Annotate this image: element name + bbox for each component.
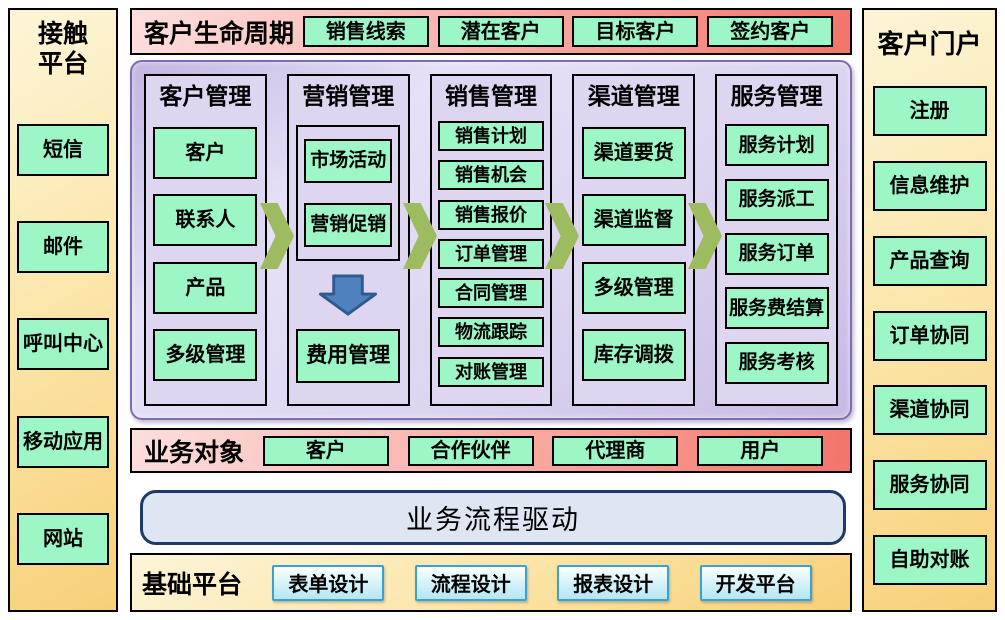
module-item: 客户 [153,127,258,180]
customer-portal-title: 客户门户 [877,29,982,59]
column-title: 服务管理 [730,83,823,109]
module-item: 销售机会 [437,160,545,191]
platform-item-dev-platform: 开发平台 [699,564,812,601]
column-marketing-mgmt: 营销管理 市场活动 营销促销 费用管理 [286,74,410,406]
customer-portal-items: 注册 信息维护 产品查询 订单协同 渠道协同 服务协同 自助对账 [864,61,995,610]
contact-platform-items: 短信 邮件 呼叫中心 移动应用 网站 [10,79,116,610]
lifecycle-item-signed: 签约客户 [707,16,834,47]
module-item: 服务考核 [724,341,829,384]
module-item: 渠道监督 [581,194,686,247]
module-item: 渠道要货 [581,127,686,180]
platform-item-form-design: 表单设计 [272,564,385,601]
column-title: 渠道管理 [587,83,680,109]
lifecycle-item-potential: 潜在客户 [437,16,564,47]
module-item: 费用管理 [296,328,401,383]
column-title: 销售管理 [444,83,537,109]
module-item: 库存调拨 [581,328,686,381]
module-item: 物流跟踪 [437,317,545,348]
lifecycle-item-target: 目标客户 [572,16,699,47]
contact-item-sms: 短信 [17,124,109,177]
contact-platform-panel: 接触 平台 短信 邮件 呼叫中心 移动应用 网站 [8,8,118,612]
column-title: 营销管理 [302,83,395,109]
lifecycle-items: 销售线索 潜在客户 目标客户 签约客户 [294,16,842,47]
portal-item-self-reconcile: 自助对账 [872,535,987,586]
platform-item-report-design: 报表设计 [557,564,670,601]
portal-item-register: 注册 [872,85,987,136]
module-item: 销售计划 [437,121,545,152]
column-customer-mgmt: 客户管理 客户 联系人 产品 多级管理 [144,74,267,406]
column-service-mgmt: 服务管理 服务计划 服务派工 服务订单 服务费结算 服务考核 [715,74,838,406]
module-item: 市场活动 [304,138,393,183]
module-item: 联系人 [153,194,258,247]
module-item: 合同管理 [437,278,545,309]
down-arrow-icon [317,274,379,316]
contact-item-callcenter: 呼叫中心 [17,318,109,371]
module-columns: 客户管理 客户 联系人 产品 多级管理 营销管理 市场活动 营销促销 [144,74,838,406]
marketing-group-box: 市场活动 营销促销 [296,124,401,261]
base-platform-title: 基础平台 [142,570,243,599]
module-item: 服务费结算 [724,287,829,330]
portal-item-channel-collab: 渠道协同 [872,385,987,436]
process-driven-bar: 业务流程驱动 [140,490,846,545]
portal-item-service-collab: 服务协同 [872,460,987,511]
business-object-item: 合作伙伴 [407,435,534,466]
portal-item-order-collab: 订单协同 [872,310,987,361]
module-item: 营销促销 [304,202,393,247]
customer-portal-panel: 客户门户 注册 信息维护 产品查询 订单协同 渠道协同 服务协同 自助对账 [862,8,997,612]
module-item: 订单管理 [437,238,545,269]
column-sales-mgmt: 销售管理 销售计划 销售机会 销售报价 订单管理 合同管理 物流跟踪 对账管理 [429,74,553,406]
module-item: 产品 [153,261,258,314]
lifecycle-item-leads: 销售线索 [302,16,429,47]
module-item: 服务订单 [724,232,829,275]
lifecycle-bar: 客户生命周期 销售线索 潜在客户 目标客户 签约客户 [130,8,852,55]
base-platform-bar: 基础平台 表单设计 流程设计 报表设计 开发平台 [130,553,852,612]
contact-item-mobileapp: 移动应用 [17,415,109,468]
contact-item-email: 邮件 [17,221,109,274]
module-item: 服务派工 [724,178,829,221]
column-title: 客户管理 [159,83,252,109]
process-driven-label: 业务流程驱动 [406,505,580,535]
business-object-item: 客户 [262,435,389,466]
contact-platform-title: 接触 平台 [37,20,88,78]
business-object-item: 代理商 [552,435,679,466]
lifecycle-title: 客户生命周期 [144,19,295,48]
module-item: 服务计划 [724,124,829,167]
portal-item-product-query: 产品查询 [872,235,987,286]
business-objects-title: 业务对象 [144,438,245,467]
crm-modules-container: 客户管理 客户 联系人 产品 多级管理 营销管理 市场活动 营销促销 [130,60,852,420]
column-channel-mgmt: 渠道管理 渠道要货 渠道监督 多级管理 库存调拨 [572,74,696,406]
module-item: 对账管理 [437,356,545,387]
module-item: 多级管理 [581,261,686,314]
portal-item-info-maintain: 信息维护 [872,160,987,211]
module-item: 多级管理 [153,328,258,381]
business-objects-bar: 业务对象 客户 合作伙伴 代理商 用户 [130,428,852,473]
contact-item-website: 网站 [17,512,109,565]
business-object-item: 用户 [697,435,824,466]
platform-item-flow-design: 流程设计 [414,564,527,601]
module-item: 销售报价 [437,199,545,230]
